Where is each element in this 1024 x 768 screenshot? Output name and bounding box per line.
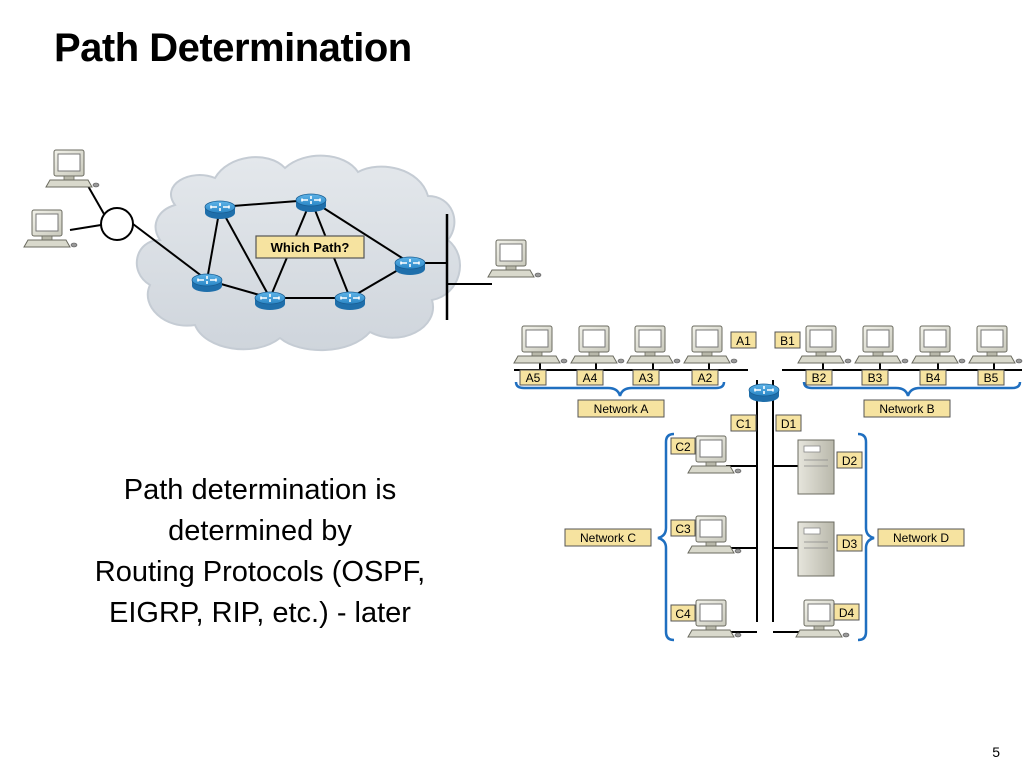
host-label-a3: A3 (639, 371, 654, 385)
computer-icon (854, 325, 909, 364)
router-networks-diagram: A1 B1 C1 D1 A5 A4 A3 A2 B2 B3 B4 B5 (513, 325, 1023, 642)
computer-icon (45, 149, 100, 188)
port-label-d1: D1 (781, 417, 797, 431)
host-label-d3: D3 (842, 537, 858, 551)
cloud-network-diagram: Which Path? (23, 149, 542, 352)
host-label-d4: D4 (839, 606, 855, 620)
router-icon (295, 193, 327, 213)
computer-icon (797, 325, 852, 364)
network-label-b: Network B (879, 402, 934, 416)
host-label-a2: A2 (698, 371, 713, 385)
body-line: Path determination is (123, 474, 397, 506)
port-label-a1: A1 (736, 334, 751, 348)
server-icon (797, 439, 835, 495)
hub-icon (100, 207, 134, 241)
host-label-b4: B4 (926, 371, 941, 385)
computer-icon (687, 435, 742, 474)
bracket-network-d (857, 432, 875, 642)
host-label-a4: A4 (583, 371, 598, 385)
bracket-network-a (514, 381, 726, 397)
which-path-callout: Which Path? (271, 240, 350, 255)
router-icon (204, 200, 236, 220)
body-line: determined by (168, 515, 352, 547)
computer-icon (570, 325, 625, 364)
body-text: Path determination is determined by Rout… (40, 470, 480, 634)
host-label-b2: B2 (812, 371, 827, 385)
body-line: EIGRP, RIP, etc.) - later (109, 597, 411, 629)
host-label-d2: D2 (842, 454, 858, 468)
slide-title: Path Determination (54, 26, 412, 70)
which-path-callout-box (255, 235, 365, 259)
network-label-a: Network A (594, 402, 649, 416)
bracket-network-c (657, 432, 675, 642)
host-label-a5: A5 (526, 371, 541, 385)
router-icon (748, 383, 780, 403)
computer-icon (683, 325, 738, 364)
computer-icon (487, 239, 542, 278)
host-label-c3: C3 (675, 522, 691, 536)
computer-icon (968, 325, 1023, 364)
computer-icon (911, 325, 966, 364)
router-icon (191, 273, 223, 293)
router-icon (394, 256, 426, 276)
computer-icon (513, 325, 568, 364)
host-label-c2: C2 (675, 440, 691, 454)
body-line: Routing Protocols (OSPF, (94, 556, 426, 588)
host-label-c4: C4 (675, 607, 691, 621)
page-number: 5 (992, 744, 1000, 760)
port-label-b1: B1 (780, 334, 795, 348)
bracket-network-b (802, 381, 1022, 397)
host-label-b3: B3 (868, 371, 883, 385)
router-icon (254, 291, 286, 311)
network-label-d: Network D (893, 531, 949, 545)
router-icon (334, 291, 366, 311)
network-label-c: Network C (580, 531, 636, 545)
computer-icon (626, 325, 681, 364)
server-icon (797, 521, 835, 577)
host-label-b5: B5 (984, 371, 999, 385)
port-label-c1: C1 (736, 417, 752, 431)
computer-icon (23, 209, 78, 248)
